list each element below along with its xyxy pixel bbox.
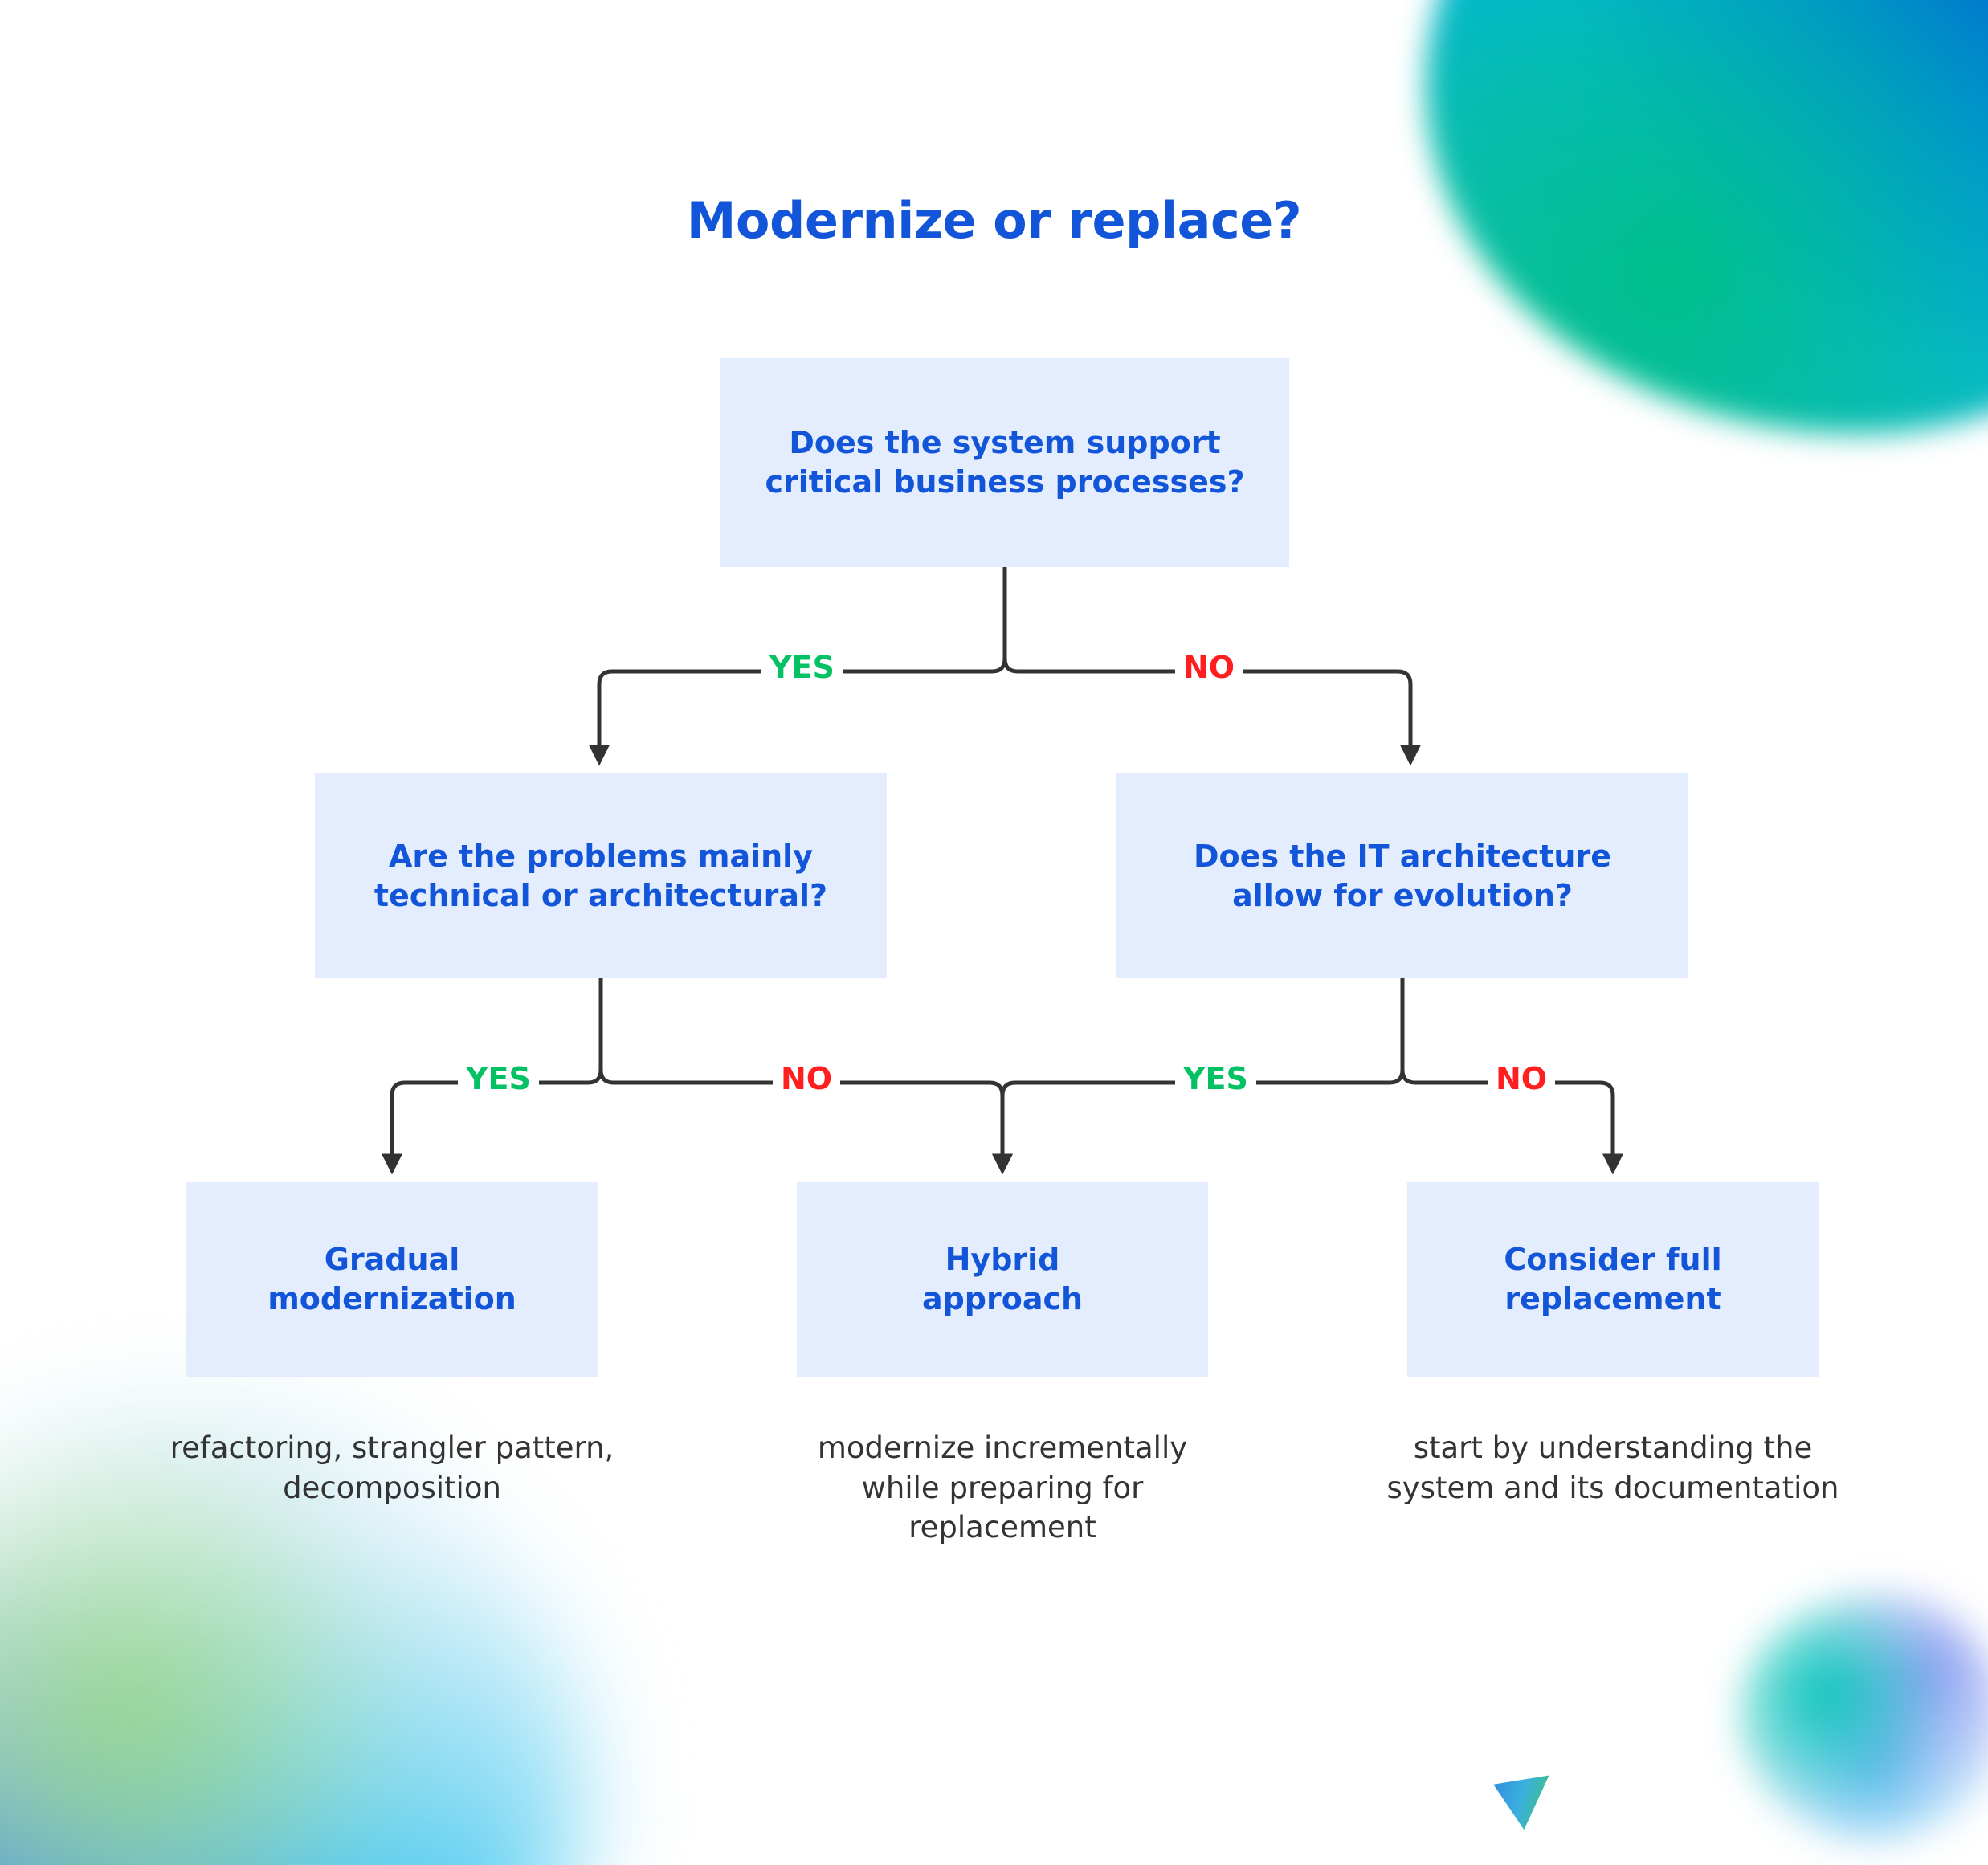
page-title: Modernize or replace? xyxy=(686,191,1302,250)
node-replace-line1: Consider full xyxy=(1504,1241,1722,1277)
triangle-down-icon xyxy=(1493,1775,1549,1830)
edge-itarch-trunk-right xyxy=(1400,1067,1418,1085)
node-gradual-line2: modernization xyxy=(267,1281,516,1316)
branch-label-technical-yes: YES xyxy=(458,1063,539,1094)
caption-gradual-modernization: refactoring, strangler pattern, decompos… xyxy=(169,1430,614,1505)
branch-label-itarch-no: NO xyxy=(1488,1063,1556,1094)
gradient-blob-bottom-right xyxy=(1739,1592,1988,1841)
node-gradual-line1: Gradual xyxy=(324,1241,460,1277)
caption-hybrid-approach: modernize incrementally while preparing … xyxy=(817,1430,1188,1545)
node-itarch-line1: Does the IT architecture xyxy=(1194,838,1611,874)
node-itarch-line2: allow for evolution? xyxy=(1232,877,1573,913)
branch-label-technical-no: NO xyxy=(773,1063,841,1094)
node-hybrid-line1: Hybrid xyxy=(945,1241,1060,1277)
branch-label-root-yes: YES xyxy=(761,652,843,683)
edge-technical-trunk xyxy=(586,976,603,1085)
node-itarchitecture-question[interactable]: Does the IT architecture allow for evolu… xyxy=(1116,773,1688,978)
caption-consider-full-replacement: start by understanding the system and it… xyxy=(1386,1430,1839,1505)
node-technical-line1: Are the problems mainly xyxy=(389,838,813,874)
node-technical-question[interactable]: Are the problems mainly technical or arc… xyxy=(315,773,887,978)
node-hybrid-approach[interactable]: Hybrid approach xyxy=(797,1182,1208,1377)
node-consider-full-replacement[interactable]: Consider full replacement xyxy=(1407,1182,1819,1377)
node-technical-line2: technical or architectural? xyxy=(374,877,828,913)
node-gradual-modernization[interactable]: Gradual modernization xyxy=(186,1182,598,1377)
edge-itarch-trunk xyxy=(1387,976,1405,1085)
edge-root-trunk xyxy=(990,565,1007,674)
node-root-line2: critical business processes? xyxy=(765,464,1245,500)
node-replace-line2: replacement xyxy=(1504,1281,1721,1316)
node-root-question[interactable]: Does the system support critical busines… xyxy=(720,358,1289,567)
node-root-line1: Does the system support xyxy=(789,425,1221,461)
edge-technical-trunk-right xyxy=(598,1067,616,1085)
node-hybrid-line2: approach xyxy=(921,1281,1084,1316)
branch-label-root-no: NO xyxy=(1175,652,1243,683)
edge-root-trunk-right xyxy=(1002,656,1020,674)
branch-label-itarch-yes: YES xyxy=(1175,1063,1256,1094)
